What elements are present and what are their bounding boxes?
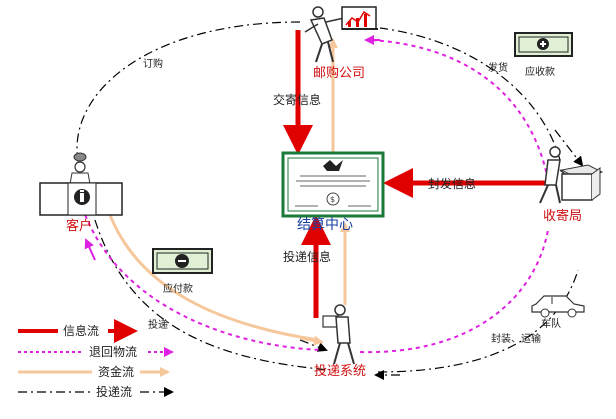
worker-chart-icon xyxy=(304,6,378,63)
customer-label: 客户 xyxy=(66,219,93,234)
car-icon xyxy=(531,295,585,318)
courier-icon xyxy=(322,304,355,365)
order-label: 订购 xyxy=(143,59,163,70)
banknote-plus-icon xyxy=(514,32,573,57)
svg-text:$: $ xyxy=(330,195,335,204)
legend-money-label: 资金流 xyxy=(98,365,135,379)
legend-delivery-label: 投递流 xyxy=(96,385,133,399)
payable-label: 应付款 xyxy=(163,284,193,295)
ship-label: 发货 xyxy=(488,63,508,74)
deliver-label: 投递 xyxy=(148,320,168,331)
clearing-center-label: 结算中心 xyxy=(297,217,353,233)
convoy-label: 车队 xyxy=(541,319,561,330)
legend-return-label: 退回物流 xyxy=(89,345,138,359)
seal-info-label: 封发信息 xyxy=(428,177,477,191)
money-arrow-delivery xyxy=(299,335,324,346)
return-flow-loop xyxy=(79,39,549,354)
delivery-arrow-to-collection xyxy=(554,129,584,167)
delivery-info-label: 投递信息 xyxy=(283,250,332,264)
customer-desk-icon xyxy=(39,152,123,216)
delivery-flow-loop xyxy=(76,21,579,373)
collection-office-label: 收寄局 xyxy=(543,209,583,224)
worker-box-icon xyxy=(539,146,604,204)
banknote-minus-icon xyxy=(152,248,213,274)
post-office-label: 邮购公司 xyxy=(313,66,366,81)
delivery-system-label: 投递系统 xyxy=(314,364,367,379)
delivery-arrow-to-dispatch xyxy=(299,339,328,352)
return-arrow-to-customer xyxy=(84,238,96,261)
money-flow-customer-to-delivery xyxy=(108,214,319,342)
certificate-icon: $ xyxy=(281,151,385,218)
pack-transport-label: 封装、运输 xyxy=(491,334,541,345)
legend-info-label: 信息流 xyxy=(63,324,100,338)
mail-info-label: 交寄信息 xyxy=(273,93,322,107)
receivable-label: 应收款 xyxy=(525,67,555,78)
